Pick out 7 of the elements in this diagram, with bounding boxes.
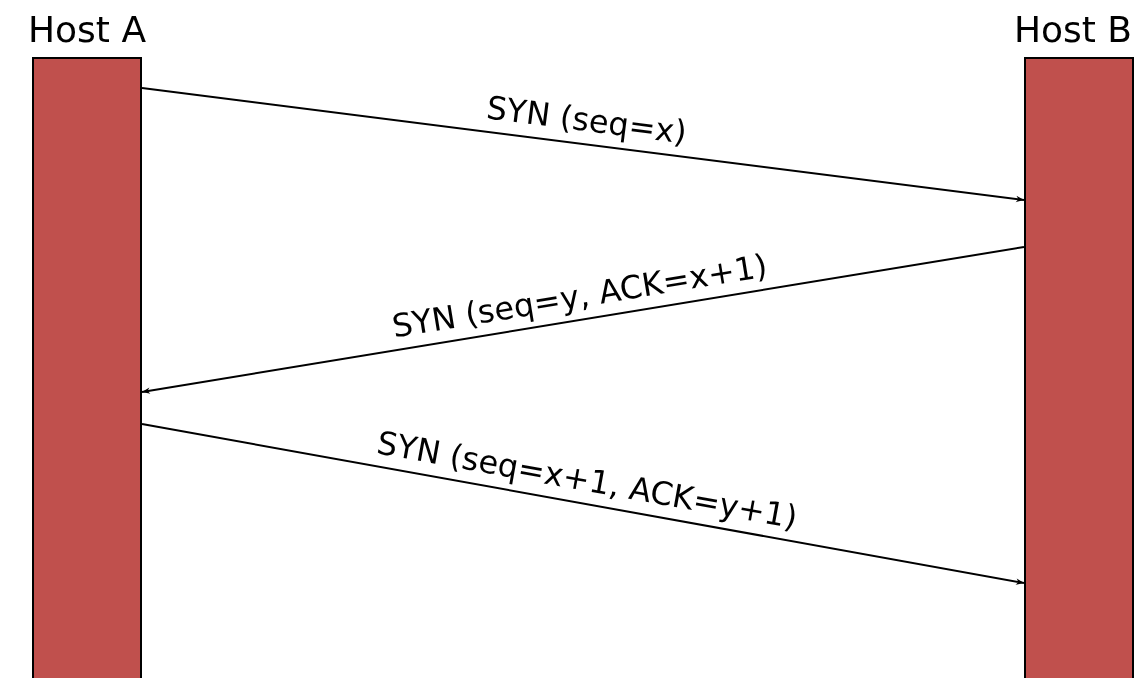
message-arrow <box>141 87 1025 203</box>
host-label: Host A <box>26 8 147 52</box>
host-label: Host B <box>1013 8 1132 52</box>
edge-label: SYN (seq=y, ACK=x+1) <box>388 245 771 346</box>
message-arrow <box>141 423 1025 585</box>
message-arrow <box>141 246 1025 394</box>
edge-label: SYN (seq=x) <box>482 88 690 153</box>
